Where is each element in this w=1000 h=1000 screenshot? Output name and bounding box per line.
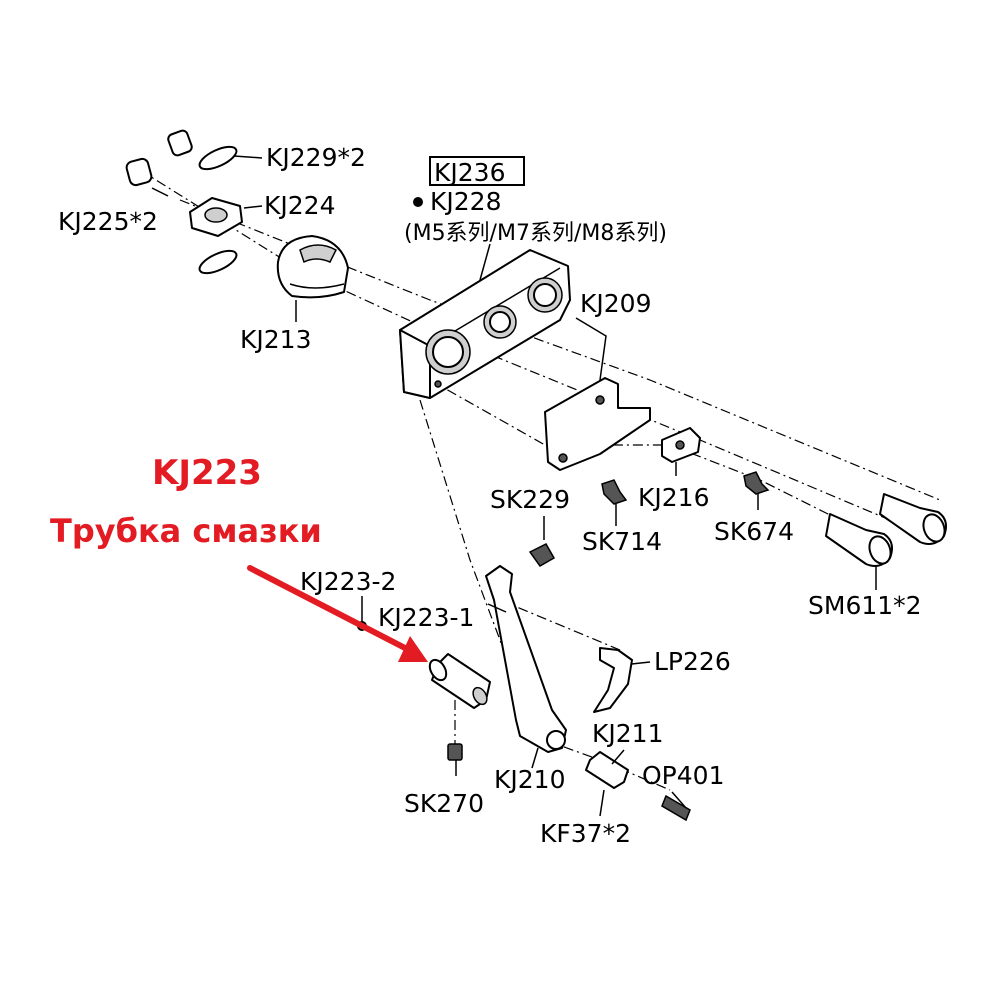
kj213-cam [276, 235, 349, 299]
bullet-icon [413, 197, 423, 207]
kj228-bracket-plate [399, 249, 571, 399]
sm611-screws [825, 493, 947, 567]
label-kf37: KF37*2 [540, 819, 631, 848]
label-sk270: SK270 [404, 789, 484, 818]
kj224-nut [189, 197, 243, 237]
lp226-link [593, 647, 633, 713]
sk674-screw [743, 471, 770, 495]
label-sk229: SK229 [490, 485, 570, 514]
label-sk714: SK714 [582, 527, 662, 556]
label-kj225: KJ225*2 [58, 207, 158, 236]
label-kj223-1: KJ223-1 [378, 603, 474, 632]
kj229-o-rings [167, 129, 238, 275]
leader-lines [151, 155, 877, 817]
kj210-lever [485, 565, 567, 753]
label-kj228: KJ228 [430, 187, 501, 216]
kj216-clamp [661, 427, 701, 463]
label-kj210: KJ210 [494, 765, 565, 794]
highlight-code: KJ223 [152, 453, 262, 493]
highlight-description: Трубка смазки [50, 512, 322, 550]
label-kj224: KJ224 [264, 191, 335, 220]
label-kj216: KJ216 [638, 483, 709, 512]
label-kj236: KJ236 [434, 158, 505, 187]
kj236-box [429, 156, 525, 186]
kj211-pin [585, 751, 629, 789]
label-kj211: KJ211 [592, 719, 663, 748]
label-sk674: SK674 [714, 517, 794, 546]
kj225-bushing [125, 157, 153, 187]
label-sm611: SM611*2 [808, 591, 922, 620]
label-series: (M5系列/M7系列/M8系列) [404, 221, 667, 246]
sk714-screw [601, 479, 628, 505]
op401-spring [661, 794, 691, 822]
sk270-screw [447, 743, 463, 761]
sk229-screw [528, 543, 556, 567]
kj223-tube [428, 653, 491, 709]
label-kj209: KJ209 [580, 289, 651, 318]
label-lp226: LP226 [654, 647, 731, 676]
kj209-plate [544, 377, 651, 471]
label-kj213: KJ213 [240, 325, 311, 354]
label-kj229: KJ229*2 [266, 143, 366, 172]
label-kj223-2: KJ223-2 [300, 567, 396, 596]
label-op401: OP401 [642, 761, 724, 790]
red-arrow-icon [247, 565, 428, 662]
